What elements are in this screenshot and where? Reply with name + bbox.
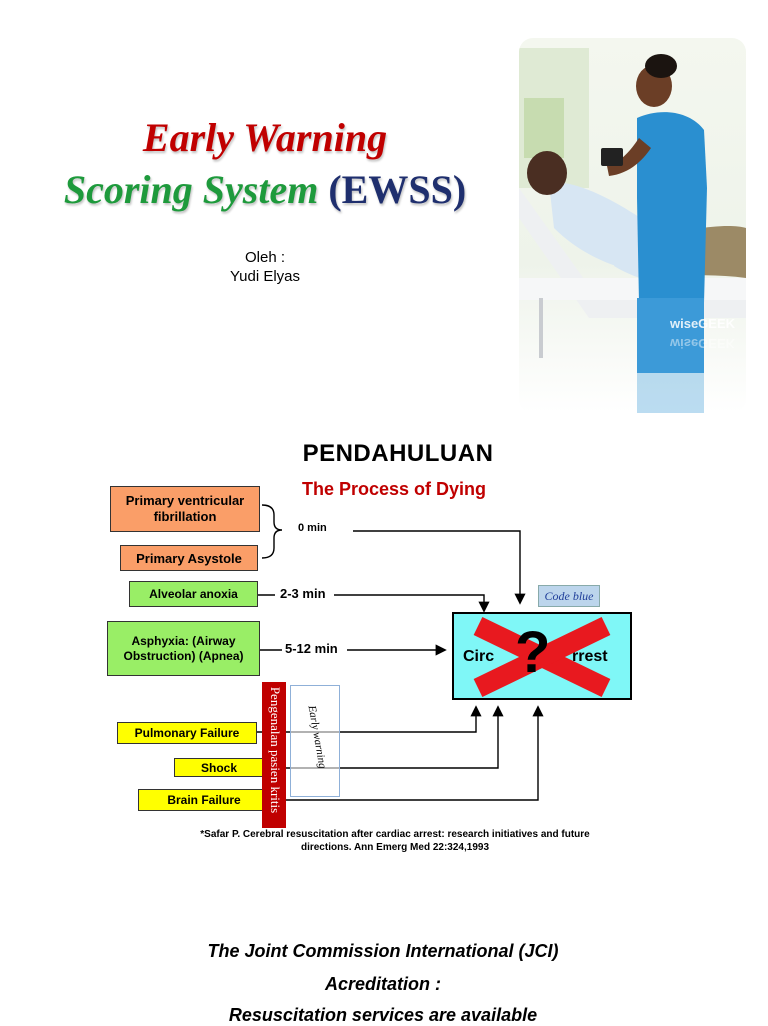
- time-2-3min: 2-3 min: [280, 586, 326, 601]
- arrow-2-3min: [334, 595, 484, 610]
- time-5-12min: 5-12 min: [285, 641, 338, 656]
- reference-citation: *Safar P. Cerebral resuscitation after c…: [180, 828, 610, 854]
- code-blue-label: Code blue: [538, 585, 600, 607]
- cause-shock: Shock: [174, 758, 264, 777]
- brace-0min: [262, 505, 282, 558]
- cause-asphyxia: Asphyxia: (Airway Obstruction) (Apnea): [107, 621, 260, 676]
- time-0min: 0 min: [298, 522, 327, 534]
- cause-alveolar-anoxia: Alveolar anoxia: [129, 581, 258, 607]
- jci-resuscitation: Resuscitation services are available: [0, 1005, 766, 1026]
- cause-brain-failure: Brain Failure: [138, 789, 270, 811]
- jci-title: The Joint Commission International (JCI): [0, 941, 766, 962]
- jci-accreditation: Acreditation :: [0, 974, 766, 995]
- cause-pulmonary-failure: Pulmonary Failure: [117, 722, 257, 744]
- cause-ventricular-fibrillation: Primary ventricular fibrillation: [110, 486, 260, 532]
- cause-primary-asystole: Primary Asystole: [120, 545, 258, 571]
- arrow-0min: [353, 531, 520, 602]
- question-mark: ?: [515, 618, 550, 688]
